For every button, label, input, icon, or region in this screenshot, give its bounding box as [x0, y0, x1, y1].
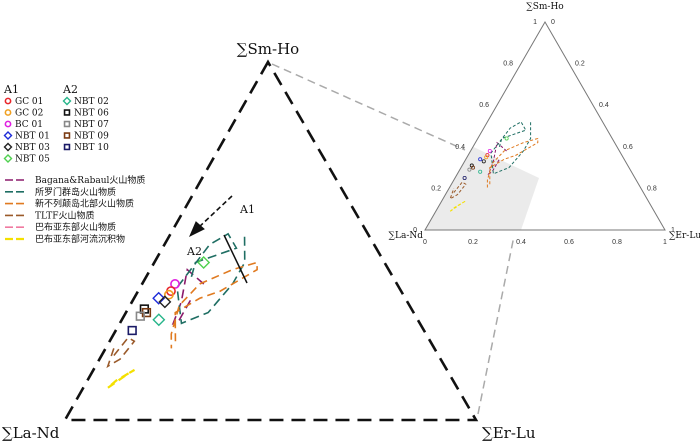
data-point [127, 325, 137, 336]
legend-point-label: NBT 09 [74, 132, 109, 142]
legend-point-label: NBT 05 [15, 155, 50, 165]
legend-marker [62, 96, 72, 106]
inset-tick-label: 1 [533, 19, 537, 26]
inset-tick-label: 0.4 [455, 144, 465, 151]
inset-tick-label: 0 [423, 239, 427, 246]
legend-marker [4, 109, 12, 116]
legend-point-label: NBT 06 [74, 109, 109, 119]
data-point [164, 289, 174, 300]
inset-triangle [424, 20, 666, 231]
inset-tick-label: 0.2 [468, 239, 478, 246]
group-divider-line [223, 234, 248, 284]
legend-point-label: BC 01 [15, 120, 43, 130]
inset-data-point [487, 148, 492, 153]
legend-group-title-a2: A2 [62, 83, 78, 96]
inset-tick-label: 0.6 [564, 239, 574, 246]
field-outline [107, 368, 136, 389]
data-point [135, 311, 145, 321]
legend-marker [3, 142, 13, 152]
legend-point-label: NBT 01 [15, 132, 50, 142]
inset-tick-label: 0.2 [575, 61, 585, 68]
field-outline [106, 336, 136, 369]
group-label-a2: A2 [186, 245, 202, 258]
legend-group-title-a1: A1 [3, 83, 19, 96]
data-point [152, 291, 166, 305]
inset-field-outline [487, 141, 507, 175]
inset-axis-label-left: ∑La-Nd [389, 231, 424, 241]
inset-tick-label: 0.6 [479, 102, 489, 109]
inset-field-outline [490, 121, 532, 175]
inset-axis-label-top: ∑Sm-Ho [526, 2, 563, 12]
legend-marker [63, 120, 71, 128]
field-outline [176, 232, 246, 325]
legend-field-label: 所罗门群岛火山物质 [35, 186, 116, 198]
inset-tick-label: 0.4 [599, 102, 609, 109]
inset-tick-label: 0 [551, 19, 555, 26]
legend-field-label: 巴布亚东部河流沉积物 [35, 233, 125, 245]
inset-data-point [467, 167, 472, 172]
main-triangle [62, 59, 479, 422]
legend-marker [4, 97, 12, 105]
legend-point-label: GC 01 [15, 97, 43, 107]
legend-marker [3, 154, 13, 163]
legend-point-label: NBT 03 [15, 143, 50, 153]
field-outline [170, 261, 258, 349]
inset-axis-label-right: ∑Er-Lu [669, 231, 700, 241]
inset-tick-label: 1 [671, 227, 675, 234]
field-outline [171, 268, 205, 326]
axis-label-left: ∑La-Nd [2, 424, 60, 442]
inset-tick-label: 0.8 [647, 185, 657, 192]
data-point [158, 295, 172, 309]
data-point [152, 313, 166, 327]
inset-data-point [478, 157, 483, 162]
inset-data-point [481, 159, 486, 164]
legend-marker [63, 109, 71, 116]
inset-tick-label: 0 [413, 227, 417, 234]
inset-data-point [484, 155, 489, 160]
inset-tick-label: 0.6 [623, 144, 633, 151]
legend-field-label: 巴布亚东部火山物质 [35, 221, 116, 233]
axis-label-right: ∑Er-Lu [482, 424, 536, 442]
legend-point-label: NBT 07 [74, 120, 109, 130]
zoom-connector-line [477, 235, 515, 415]
inset-data-point [504, 136, 509, 141]
axis-label-top: ∑Sm-Ho [237, 40, 299, 58]
trend-arrow-head [189, 221, 205, 238]
inset-tick-label: 1 [663, 239, 667, 246]
legend-point-label: NBT 10 [74, 143, 109, 153]
legend-marker [63, 132, 71, 139]
legend-marker [63, 143, 71, 151]
legend-field-label: Bagana&Rabaul火山物质 [35, 174, 145, 186]
inset-field-outline [449, 181, 467, 200]
data-point [197, 255, 211, 269]
inset-zoom-region [425, 146, 539, 230]
legend-point-label: NBT 02 [74, 97, 109, 107]
legend-point-label: GC 02 [15, 109, 43, 119]
inset-tick-label: 0.4 [516, 239, 526, 246]
data-point [170, 279, 180, 289]
legend-field-label: 新不列颠岛北部火山物质 [35, 198, 134, 210]
inset-field-outline [449, 200, 467, 212]
legend-marker [3, 131, 13, 140]
legend-field-label: TLTF火山物质 [35, 209, 95, 221]
inset-data-point [478, 169, 483, 174]
inset-data-point [462, 175, 467, 180]
zoom-connector-line [271, 63, 466, 151]
inset-field-outline [486, 137, 539, 189]
trend-arrow [197, 195, 233, 229]
inset-data-point [470, 165, 475, 170]
inset-tick-label: 0.8 [612, 239, 622, 246]
legend-marker [4, 120, 12, 128]
inset-tick-label: 0.2 [431, 185, 441, 192]
group-label-a1: A1 [239, 203, 255, 216]
inset-tick-label: 0.8 [503, 61, 513, 68]
